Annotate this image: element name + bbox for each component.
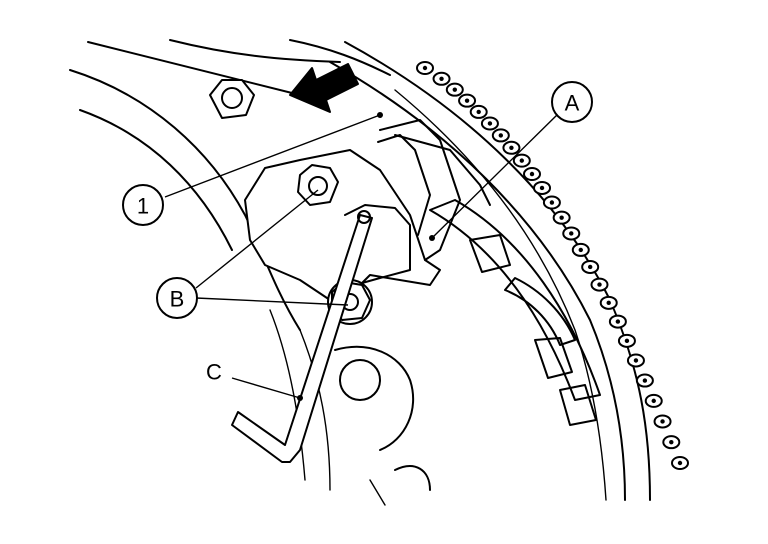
hex-wrench-c <box>231 210 373 463</box>
gear-tooth-hole <box>569 231 574 236</box>
upper-bolt <box>209 79 255 119</box>
gear-tooth-hole <box>669 439 674 445</box>
gear-tooth-hole <box>624 338 630 344</box>
gear-tooth-hole <box>615 319 621 324</box>
leader-lines <box>164 111 561 401</box>
ring-plate <box>429 199 601 426</box>
housing-outline <box>69 39 391 491</box>
gear-tooth-hole <box>587 264 593 270</box>
gear-tooth-hole <box>642 378 648 383</box>
lower-housing-features <box>334 345 431 506</box>
gear-tooth-hole <box>487 121 493 126</box>
callout-b: B <box>156 277 198 319</box>
label-c: C <box>206 360 222 385</box>
label-c-text: C <box>206 360 222 385</box>
gear-tooth-hole <box>651 398 656 404</box>
callout-b-label: B <box>170 287 185 312</box>
gear-tooth-hole <box>549 200 555 205</box>
callout-a: A <box>551 81 593 123</box>
gear-tooth-hole <box>498 133 504 138</box>
gear-tooth-hole <box>578 247 583 253</box>
gear-tooth-hole <box>452 87 457 92</box>
gear-tooth-hole <box>529 171 535 177</box>
gear-tooth-hole <box>509 145 514 150</box>
gear-tooth-hole <box>519 158 525 163</box>
gear-tooth-hole <box>559 215 564 220</box>
gear-tooth-hole <box>597 282 602 287</box>
callout-1: 1 <box>122 184 164 226</box>
callout-1-label: 1 <box>137 194 149 219</box>
gear-tooth-hole <box>422 65 428 71</box>
gear-tooth-hole <box>439 76 444 81</box>
gear-tooth-hole <box>660 419 665 424</box>
gear-tooth-hole <box>539 185 545 191</box>
direction-arrow-icon <box>289 63 359 113</box>
gear-tooth-hole <box>464 98 470 103</box>
gear-tooth-hole <box>677 460 683 466</box>
bolt-b-upper <box>297 164 339 206</box>
gear-tooth-hole <box>606 300 611 306</box>
callout-a-label: A <box>565 91 580 116</box>
gear-tooth-hole <box>476 109 481 115</box>
gear-teeth <box>416 61 689 470</box>
gear-tooth-hole <box>633 358 639 363</box>
stopper-bracket <box>244 119 491 301</box>
